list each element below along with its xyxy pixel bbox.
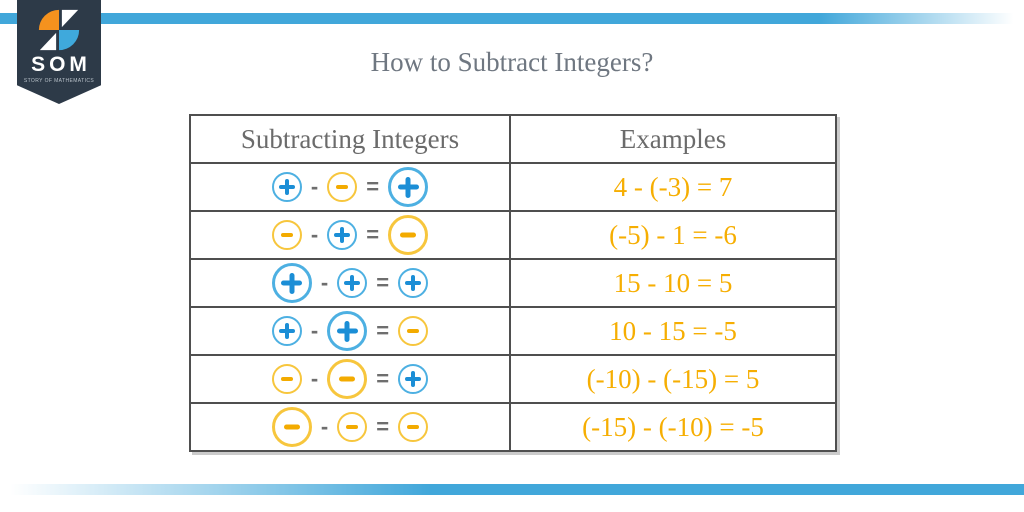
logo-text: SOM (31, 53, 91, 76)
example-cell: (-10) - (-15) = 5 (509, 354, 837, 404)
symbol-equation: -= (191, 167, 509, 207)
table-row: -=(-10) - (-15) = 5 (189, 354, 837, 404)
rule-symbols-cell: -= (189, 402, 511, 452)
minus-operator: - (310, 318, 319, 343)
top-accent-bar (0, 13, 1024, 24)
rules-table-body: -=4 - (-3) = 7-=(-5) - 1 = -6-=15 - 10 =… (189, 162, 837, 452)
equals-operator: = (376, 366, 390, 391)
bottom-accent-bar (0, 484, 1024, 495)
table-row: -=10 - 15 = -5 (189, 306, 837, 356)
minus-operator: - (310, 174, 319, 199)
minus-glyph (284, 417, 300, 438)
example-cell: 10 - 15 = -5 (509, 306, 837, 356)
example-cell: 4 - (-3) = 7 (509, 162, 837, 212)
table-row: -=(-5) - 1 = -6 (189, 210, 837, 260)
symbol-equation: -= (191, 359, 509, 399)
example-cell: 15 - 10 = 5 (509, 258, 837, 308)
plus-circle-icon (398, 268, 429, 298)
equals-operator: = (366, 222, 380, 247)
minus-circle-icon (398, 412, 429, 442)
rule-symbols-cell: -= (189, 306, 511, 356)
example-cell: (-5) - 1 = -6 (509, 210, 837, 260)
column-header-examples: Examples (509, 114, 837, 164)
rule-symbols-cell: -= (189, 162, 511, 212)
symbol-equation: -= (191, 215, 509, 255)
minus-glyph (281, 371, 293, 387)
rule-symbols-cell: -= (189, 210, 511, 260)
plus-circle-icon (337, 268, 368, 298)
equals-operator: = (376, 318, 390, 343)
symbol-equation: -= (191, 407, 509, 447)
minus-circle-icon (327, 172, 358, 202)
minus-circle-icon (388, 215, 429, 255)
plus-glyph (344, 275, 360, 291)
table-row: -=15 - 10 = 5 (189, 258, 837, 308)
table-row: -=4 - (-3) = 7 (189, 162, 837, 212)
rule-symbols-cell: -= (189, 258, 511, 308)
equals-operator: = (366, 174, 380, 199)
plus-glyph (334, 227, 350, 243)
minus-operator: - (310, 222, 319, 247)
minus-circle-icon (398, 316, 429, 346)
minus-operator: - (310, 366, 319, 391)
rule-symbols-cell: -= (189, 354, 511, 404)
symbol-equation: -= (191, 311, 509, 351)
minus-circle-icon (271, 407, 312, 447)
table-row: -=(-15) - (-10) = -5 (189, 402, 837, 452)
symbol-equation: -= (191, 263, 509, 303)
plus-glyph (405, 371, 421, 387)
example-cell: (-15) - (-10) = -5 (509, 402, 837, 452)
rules-table: Subtracting Integers Examples -=4 - (-3)… (189, 114, 837, 452)
minus-operator: - (320, 414, 329, 439)
minus-circle-icon (271, 220, 302, 250)
plus-circle-icon (398, 364, 429, 394)
minus-circle-icon (271, 364, 302, 394)
equals-operator: = (376, 414, 390, 439)
minus-operator: - (320, 270, 329, 295)
minus-glyph (339, 369, 355, 390)
plus-glyph (398, 177, 419, 198)
table-header-row: Subtracting Integers Examples (189, 114, 837, 164)
som-logo: SOM STORY OF MATHEMATICS (17, 0, 101, 104)
plus-glyph (405, 275, 421, 291)
minus-glyph (336, 179, 348, 195)
plus-glyph (279, 323, 295, 339)
minus-glyph (400, 225, 416, 246)
minus-glyph (407, 323, 419, 339)
minus-glyph (281, 227, 293, 243)
minus-glyph (407, 419, 419, 435)
som-pinwheel-icon (38, 9, 80, 51)
plus-circle-icon (327, 311, 368, 351)
minus-circle-icon (337, 412, 368, 442)
plus-glyph (281, 273, 302, 294)
plus-circle-icon (271, 172, 302, 202)
column-header-subtracting-integers: Subtracting Integers (189, 114, 511, 164)
plus-circle-icon (327, 220, 358, 250)
page-title: How to Subtract Integers? (370, 47, 654, 77)
plus-circle-icon (271, 263, 312, 303)
logo-subtext: STORY OF MATHEMATICS (23, 78, 95, 84)
equals-operator: = (376, 270, 390, 295)
minus-glyph (346, 419, 358, 435)
minus-circle-icon (327, 359, 368, 399)
plus-circle-icon (388, 167, 429, 207)
plus-circle-icon (271, 316, 302, 346)
plus-glyph (337, 321, 358, 342)
plus-glyph (279, 179, 295, 195)
